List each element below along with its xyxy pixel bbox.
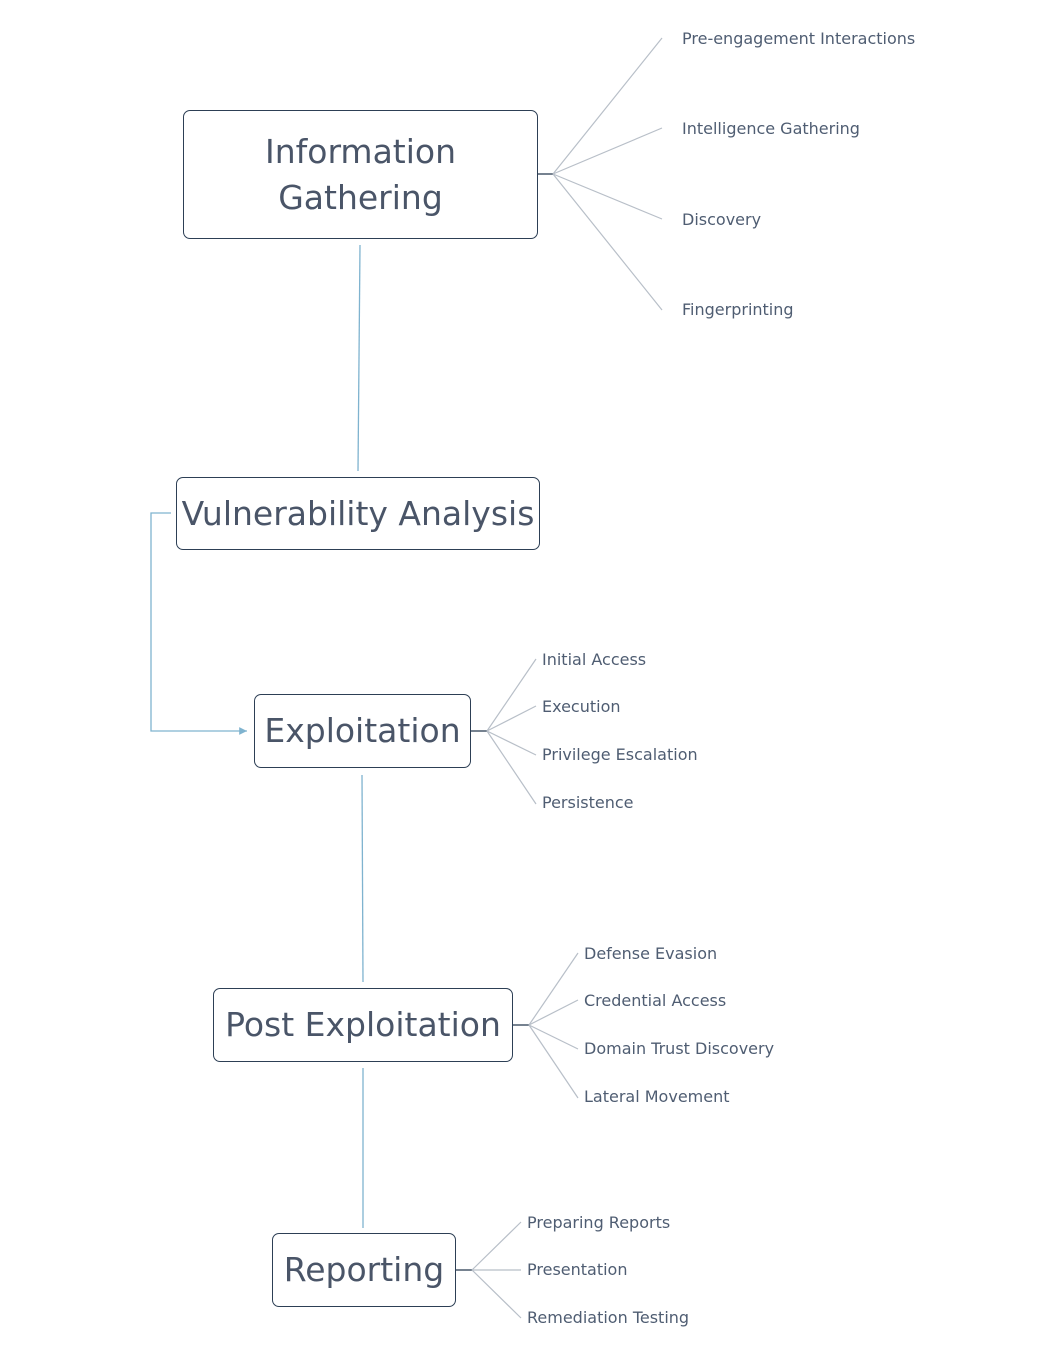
leaf-presentation[interactable]: Presentation xyxy=(527,1260,628,1279)
leaf-discovery[interactable]: Discovery xyxy=(682,210,762,229)
branch-post-1 xyxy=(528,999,579,1026)
leaf-persistence[interactable]: Persistence xyxy=(542,793,634,812)
branch-info-0 xyxy=(552,37,663,175)
leaf-defense-evasion[interactable]: Defense Evasion xyxy=(584,944,718,963)
node-vulnerability-analysis-label: Vulnerability Analysis xyxy=(181,493,535,533)
node-vulnerability-analysis[interactable]: Vulnerability Analysis xyxy=(176,477,540,550)
trunk-expl-to-post xyxy=(361,774,364,983)
leaf-privilege-escalation[interactable]: Privilege Escalation xyxy=(542,745,698,764)
leaf-lateral-movement[interactable]: Lateral Movement xyxy=(584,1087,730,1106)
leaf-credential-access[interactable]: Credential Access xyxy=(584,991,727,1010)
branch-expl-3 xyxy=(486,730,537,805)
node-post-exploitation-label: Post Exploitation xyxy=(225,1005,501,1044)
trunk-vuln-to-expl xyxy=(150,512,247,735)
leaf-preparing-reports[interactable]: Preparing Reports xyxy=(527,1213,671,1232)
branch-rept-0 xyxy=(471,1221,522,1271)
branch-post-3 xyxy=(528,1024,579,1099)
node-reporting-label: Reporting xyxy=(283,1250,445,1289)
leaf-pre-engagement-interactions[interactable]: Pre-engagement Interactions xyxy=(682,29,916,48)
node-reporting[interactable]: Reporting xyxy=(272,1233,456,1307)
branch-rept-2 xyxy=(471,1269,522,1319)
leaf-intelligence-gathering[interactable]: Intelligence Gathering xyxy=(682,119,860,138)
node-post-exploitation[interactable]: Post Exploitation xyxy=(213,988,513,1062)
branch-expl-0 xyxy=(486,658,537,732)
branch-info-3 xyxy=(552,173,663,311)
branch-expl-2 xyxy=(486,730,537,756)
leaf-fingerprinting[interactable]: Fingerprinting xyxy=(682,300,794,319)
node-exploitation[interactable]: Exploitation xyxy=(254,694,471,768)
branch-expl-1 xyxy=(486,705,537,732)
leaf-initial-access[interactable]: Initial Access xyxy=(542,650,647,669)
branch-info-2 xyxy=(552,173,663,220)
node-information-gathering-label: Information Gathering xyxy=(264,131,457,217)
leaf-remediation-testing[interactable]: Remediation Testing xyxy=(527,1308,690,1327)
leaf-domain-trust-discovery[interactable]: Domain Trust Discovery xyxy=(584,1039,775,1058)
leaf-execution[interactable]: Execution xyxy=(542,697,621,716)
node-information-gathering[interactable]: Information Gathering xyxy=(183,110,538,239)
branch-post-2 xyxy=(528,1024,579,1050)
branch-post-0 xyxy=(528,952,579,1026)
trunk-info-to-vuln xyxy=(357,244,361,472)
node-exploitation-label: Exploitation xyxy=(264,711,461,750)
branch-info-1 xyxy=(552,127,663,175)
